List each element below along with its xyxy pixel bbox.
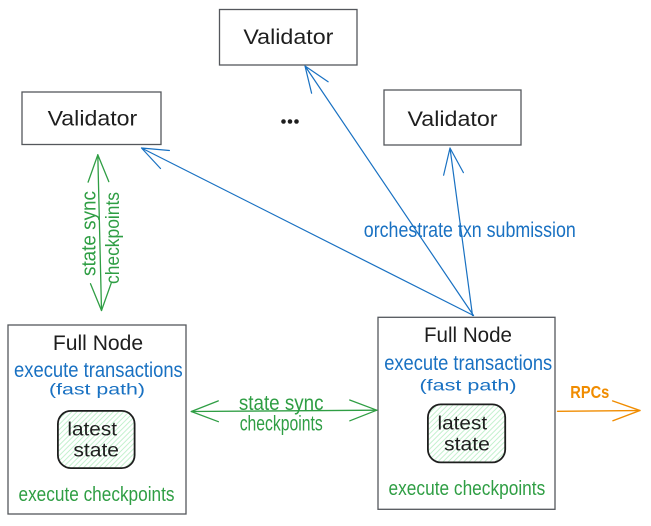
svg-text:checkpoints: checkpoints — [240, 412, 323, 435]
svg-text:latest: latest — [438, 413, 488, 434]
svg-text:latest: latest — [67, 420, 117, 441]
svg-text:execute checkpoints: execute checkpoints — [389, 478, 546, 500]
svg-text:orchestrate txn submission: orchestrate txn submission — [364, 219, 576, 242]
svg-text:Validator: Validator — [243, 26, 333, 49]
svg-text:state: state — [73, 441, 119, 462]
svg-text:execute checkpoints: execute checkpoints — [19, 484, 175, 506]
svg-text:state sync: state sync — [239, 392, 324, 415]
svg-text:state sync: state sync — [79, 191, 101, 276]
svg-text:Validator: Validator — [48, 108, 138, 131]
svg-text:Validator: Validator — [408, 108, 498, 131]
svg-text:RPCs: RPCs — [570, 382, 609, 402]
svg-text:Full Node: Full Node — [424, 324, 512, 347]
svg-text:(fast path): (fast path) — [49, 382, 145, 399]
svg-text:(fast path): (fast path) — [420, 377, 517, 394]
svg-text:checkpoints: checkpoints — [103, 192, 124, 284]
svg-text:Full Node: Full Node — [53, 332, 143, 355]
svg-text:state: state — [444, 435, 490, 456]
svg-text:execute transactions: execute transactions — [384, 352, 552, 375]
svg-text:execute transactions: execute transactions — [14, 359, 183, 382]
